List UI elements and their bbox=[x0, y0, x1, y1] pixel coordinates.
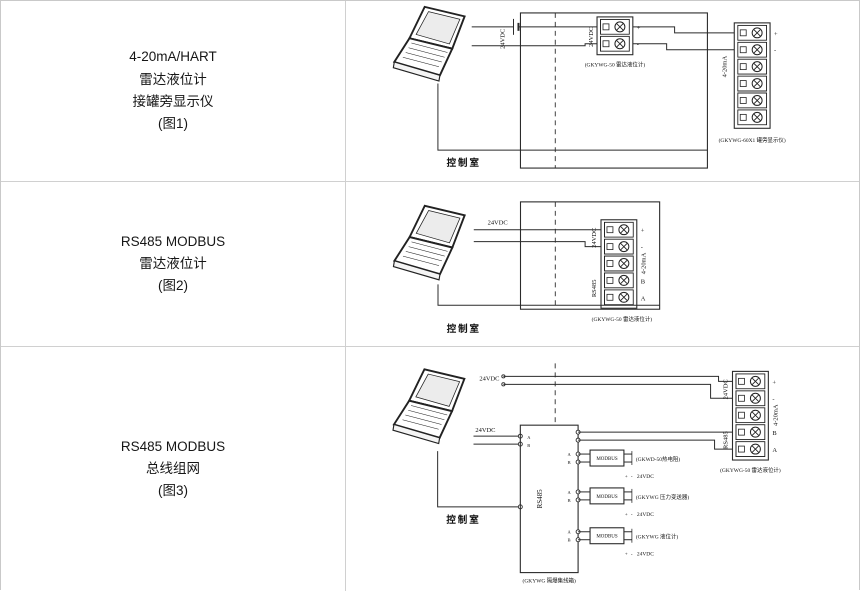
hub-bus-label: RS485 bbox=[536, 489, 544, 508]
radar-device-label: (GKYWG-50 雷达液位计) bbox=[592, 315, 653, 323]
branch-minus: - bbox=[631, 475, 633, 480]
row2-diagram-cell: 控制室 24VDC 24VDC RS485 + - 4-20mA B bbox=[346, 182, 859, 347]
loop-label: 4-20mA bbox=[721, 56, 728, 78]
control-room-label: 控制室 bbox=[447, 323, 481, 335]
supply-mid-label: 24VDC bbox=[475, 427, 495, 434]
hub-b-label: B bbox=[527, 443, 530, 448]
diagram-3: 控制室 24VDC 24VDC A B bbox=[392, 363, 781, 585]
terminal-bus-label: RS485 bbox=[723, 431, 730, 449]
minus-label: - bbox=[637, 42, 639, 49]
minus-label: - bbox=[641, 245, 643, 252]
row3-label-line: 总线组网 bbox=[146, 460, 200, 476]
wires bbox=[437, 229, 660, 306]
diagram-1: 控制室 24VDC + - 24VDC bbox=[392, 5, 786, 169]
terminal-bus-label: RS485 bbox=[591, 280, 598, 298]
modbus-label: MODBUS bbox=[596, 495, 617, 500]
radar-terminal-block bbox=[596, 16, 634, 56]
supply-top-label: 24VDC bbox=[479, 375, 499, 382]
radar-device-label: (GKYWG-50 雷达液位计) bbox=[585, 61, 646, 69]
row1-label-line: 雷达液位计 bbox=[139, 71, 207, 87]
branch-a-label: A bbox=[568, 452, 572, 457]
modbus-branch: A B MODBUS (GKWD-50热电阻) + - 24VDC bbox=[568, 449, 681, 480]
branch-b-label: B bbox=[568, 498, 571, 503]
row2-label-line: 雷达液位计 bbox=[139, 255, 207, 271]
branch-power-label: 24VDC bbox=[637, 474, 654, 480]
plus-label: + bbox=[772, 379, 776, 386]
minus-label: - bbox=[774, 48, 776, 55]
branch-device-label: (GKWD-50热电阻) bbox=[636, 455, 681, 463]
control-room-label: 控制室 bbox=[446, 514, 480, 526]
terminal-a-label: A bbox=[772, 447, 777, 454]
row2-label-line: (图2) bbox=[158, 278, 188, 294]
display-terminal-block bbox=[733, 22, 771, 129]
block-power-label: 24VDC bbox=[588, 27, 595, 47]
wires-mid bbox=[437, 433, 523, 510]
modbus-label: MODBUS bbox=[596, 535, 617, 540]
plus-label: + bbox=[637, 25, 641, 32]
branch-b-label: B bbox=[568, 460, 571, 465]
radar-device-label: (GKYWG-50 雷达液位计) bbox=[720, 466, 781, 474]
plus-label: + bbox=[641, 228, 645, 235]
wires bbox=[437, 26, 735, 151]
modbus-branch: A B MODBUS (GKYWG 液位计) + - 24VDC bbox=[568, 527, 679, 558]
branch-power-label: 24VDC bbox=[637, 552, 654, 558]
branch-plus: + bbox=[625, 513, 628, 518]
terminal-b-label: B bbox=[641, 278, 645, 285]
control-room-label: 控制室 bbox=[447, 157, 481, 169]
row3-label-line: (图3) bbox=[158, 483, 188, 499]
branch-device-label: (GKYWG 压力变送器) bbox=[636, 493, 689, 501]
row2-label-line: RS485 MODBUS bbox=[120, 233, 226, 249]
panel-boundary bbox=[519, 201, 661, 310]
diagram-2: 控制室 24VDC 24VDC RS485 + - 4-20mA B bbox=[392, 201, 661, 335]
row1-label-cell: 4-20mA/HART 雷达液位计 接罐旁显示仪 (图1) bbox=[1, 1, 346, 182]
battery-icon bbox=[512, 18, 520, 35]
branch-device-label: (GKYWG 液位计) bbox=[636, 533, 679, 541]
laptop-icon bbox=[392, 368, 466, 445]
row3-diagram-cell: 控制室 24VDC 24VDC A B bbox=[346, 347, 859, 591]
modbus-branch: A B MODBUS (GKYWG 压力变送器) + - 24VDC bbox=[568, 487, 689, 518]
terminal-b-label: B bbox=[772, 430, 776, 437]
row3-label-cell: RS485 MODBUS 总线组网 (图3) bbox=[1, 347, 346, 591]
laptop-icon bbox=[392, 204, 466, 281]
branch-a-label: A bbox=[568, 530, 572, 535]
row1-diagram-cell: 控制室 24VDC + - 24VDC bbox=[346, 1, 859, 182]
branch-plus: + bbox=[625, 475, 628, 480]
radar-terminal-block bbox=[600, 219, 638, 309]
row1-label-line: 4-20mA/HART bbox=[129, 49, 217, 65]
row1-label-line: 接罐旁显示仪 bbox=[132, 94, 214, 109]
minus-label: - bbox=[772, 396, 774, 403]
plus-label: + bbox=[774, 31, 778, 38]
supply-label: 24VDC bbox=[488, 220, 508, 227]
hub-a-label: A bbox=[527, 435, 531, 440]
terminal-power-label: 24VDC bbox=[723, 379, 730, 399]
laptop-icon bbox=[392, 5, 466, 82]
radar-terminal-block bbox=[731, 370, 769, 461]
terminal-loop-label: 4-20mA bbox=[772, 404, 779, 426]
branch-minus: - bbox=[631, 513, 633, 518]
panel-boundary bbox=[519, 12, 708, 169]
row1-label-line: (图1) bbox=[158, 116, 188, 132]
terminal-loop-label: 4-20mA bbox=[641, 252, 648, 274]
branch-minus: - bbox=[631, 553, 633, 558]
branch-a-label: A bbox=[568, 490, 572, 495]
row3-label-line: RS485 MODBUS bbox=[120, 438, 226, 454]
wires-bus bbox=[575, 429, 733, 450]
display-device-label: (GKYWG-60X1 罐旁显示仪) bbox=[719, 136, 786, 144]
row2-label-cell: RS485 MODBUS 雷达液位计 (图2) bbox=[1, 182, 346, 347]
branch-plus: + bbox=[625, 553, 628, 558]
terminal-a-label: A bbox=[641, 295, 646, 302]
supply-label: 24VDC bbox=[500, 29, 507, 49]
wires-top bbox=[501, 374, 733, 399]
hub-device-label: (GKYWG 隔爆集线箱) bbox=[523, 577, 576, 585]
branch-b-label: B bbox=[568, 538, 571, 543]
modbus-label: MODBUS bbox=[596, 457, 617, 462]
branch-power-label: 24VDC bbox=[637, 512, 654, 518]
terminal-power-label: 24VDC bbox=[591, 228, 598, 248]
